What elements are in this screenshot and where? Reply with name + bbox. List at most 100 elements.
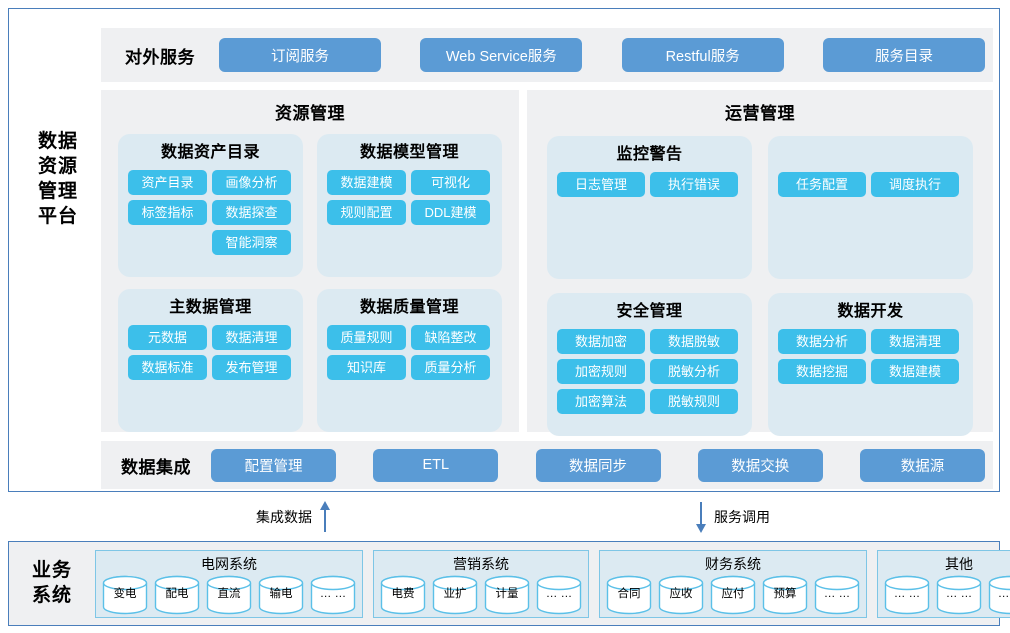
- connector-integrate-data: 集成数据: [256, 501, 332, 533]
- business-system-item-row-2: 合同 应收 应付预算… …: [606, 575, 860, 615]
- database-icon-3-1[interactable]: … …: [936, 575, 982, 615]
- database-icon-3-2[interactable]: … …: [988, 575, 1010, 615]
- arrow-down-icon: [696, 502, 706, 533]
- platform-title-line-3: 平台: [37, 206, 78, 228]
- database-icon-1-2[interactable]: 计量: [484, 575, 530, 615]
- database-label-0-2: 直流: [217, 587, 241, 600]
- data-integration-title: 数据集成: [121, 457, 191, 477]
- database-icon-0-3[interactable]: 输电: [258, 575, 304, 615]
- database-label-1-0: 电费: [391, 587, 415, 600]
- card-title-1: 数据模型管理: [359, 144, 459, 161]
- chip-数据建模[interactable]: 数据建模: [871, 359, 959, 384]
- business-system-group-其他: 其他… …… …… …: [877, 549, 1010, 618]
- card-title-2: 主数据管理: [169, 299, 252, 316]
- card-数据资产目录: 数据资产目录资产目录画像分析标签指标数据探查智能洞察: [118, 134, 303, 277]
- chip-日志管理[interactable]: 日志管理: [557, 172, 645, 197]
- card-chip-wrap-0: 资产目录画像分析标签指标数据探查智能洞察: [128, 170, 293, 255]
- chip-缺陷整改[interactable]: 缺陷整改: [411, 325, 490, 350]
- chip-脱敏规则[interactable]: 脱敏规则: [650, 389, 738, 414]
- connector-service-call: 服务调用: [694, 501, 770, 533]
- database-icon-3-0[interactable]: … …: [884, 575, 930, 615]
- external-service-button-1[interactable]: Web Service服务: [420, 38, 583, 72]
- card-主数据管理: 主数据管理元数据数据清理数据标准发布管理: [118, 289, 303, 432]
- business-systems-title-line-0: 业务: [31, 559, 72, 581]
- chip-加密规则[interactable]: 加密规则: [557, 359, 645, 384]
- external-service-button-3[interactable]: 服务目录: [822, 38, 985, 72]
- connector-band: 集成数据 服务调用: [0, 495, 1010, 540]
- database-icon-2-1[interactable]: 应收: [658, 575, 704, 615]
- business-system-group-title-2: 财务系统: [705, 555, 761, 572]
- chip-画像分析[interactable]: 画像分析: [212, 170, 291, 195]
- database-label-2-1: 应收: [669, 587, 693, 600]
- database-icon-0-4[interactable]: … …: [310, 575, 356, 615]
- business-system-item-row-3: … …… …… …: [884, 575, 1010, 615]
- card-chip-wrap-3: 质量规则缺陷整改知识库质量分析: [327, 325, 492, 380]
- data-integration-button-3[interactable]: 数据交换: [697, 448, 823, 482]
- business-systems-title-line-1: 系统: [31, 584, 72, 606]
- database-icon-2-2[interactable]: 应付: [710, 575, 756, 615]
- database-label-2-0: 合同: [617, 587, 641, 600]
- database-icon-2-0[interactable]: 合同: [606, 575, 652, 615]
- card-title-0: 监控警告: [616, 146, 683, 163]
- external-service-button-2[interactable]: Restful服务: [621, 38, 784, 72]
- chip-数据脱敏[interactable]: 数据脱敏: [650, 329, 738, 354]
- chip-脱敏分析[interactable]: 脱敏分析: [650, 359, 738, 384]
- chip-知识库[interactable]: 知识库: [327, 355, 406, 380]
- database-icon-2-3[interactable]: 预算: [762, 575, 808, 615]
- database-label-0-4: … …: [319, 587, 347, 600]
- database-label-0-0: 变电: [113, 587, 137, 600]
- database-icon-0-0[interactable]: 变电: [102, 575, 148, 615]
- chip-质量规则[interactable]: 质量规则: [327, 325, 406, 350]
- section-resource-management: 资源管理 数据资产目录资产目录画像分析标签指标数据探查智能洞察数据模型管理数据建…: [101, 90, 519, 432]
- card-chip-wrap-1: 任务配置调度执行: [778, 172, 963, 197]
- data-integration-button-0[interactable]: 配置管理: [211, 448, 336, 482]
- chip-执行错误[interactable]: 执行错误: [650, 172, 738, 197]
- chip-规则配置[interactable]: 规则配置: [327, 200, 406, 225]
- chip-数据标准[interactable]: 数据标准: [128, 355, 207, 380]
- chip-标签指标[interactable]: 标签指标: [128, 200, 207, 225]
- chip-数据建模[interactable]: 数据建模: [327, 170, 406, 195]
- chip-数据清理[interactable]: 数据清理: [212, 325, 291, 350]
- chip-DDL建模[interactable]: DDL建模: [411, 200, 490, 225]
- card-untitled-1: 任务配置调度执行: [768, 136, 973, 279]
- chip-发布管理[interactable]: 发布管理: [212, 355, 291, 380]
- data-integration-button-1[interactable]: ETL: [373, 448, 499, 482]
- chip-资产目录[interactable]: 资产目录: [128, 170, 207, 195]
- chip-数据分析[interactable]: 数据分析: [778, 329, 866, 354]
- chip-数据加密[interactable]: 数据加密: [557, 329, 645, 354]
- database-label-0-3: 输电: [269, 587, 293, 600]
- card-chip-wrap-0: 日志管理执行错误: [557, 172, 742, 197]
- database-icon-1-3[interactable]: … …: [536, 575, 582, 615]
- platform-title-line-1: 资源: [37, 156, 78, 178]
- chip-可视化[interactable]: 可视化: [411, 170, 490, 195]
- database-icon-0-1[interactable]: 配电: [154, 575, 200, 615]
- chip-数据清理[interactable]: 数据清理: [871, 329, 959, 354]
- section-operations-management: 运营管理 监控警告日志管理执行错误任务配置调度执行安全管理数据加密数据脱敏加密规…: [527, 90, 993, 436]
- chip-加密算法[interactable]: 加密算法: [557, 389, 645, 414]
- chip-数据探查[interactable]: 数据探查: [212, 200, 291, 225]
- data-integration-button-4[interactable]: 数据源: [860, 448, 985, 482]
- chip-元数据[interactable]: 元数据: [128, 325, 207, 350]
- chip-数据挖掘[interactable]: 数据挖掘: [778, 359, 866, 384]
- chip-调度执行[interactable]: 调度执行: [871, 172, 959, 197]
- connector-label-integrate-data: 集成数据: [256, 509, 312, 525]
- card-安全管理: 安全管理数据加密数据脱敏加密规则脱敏分析加密算法脱敏规则: [547, 293, 752, 436]
- chip-质量分析[interactable]: 质量分析: [411, 355, 490, 380]
- business-system-group-title-1: 营销系统: [453, 555, 509, 572]
- external-service-button-0[interactable]: 订阅服务: [219, 38, 381, 72]
- database-label-3-2: … …: [997, 587, 1010, 600]
- section-title-resource-management: 资源管理: [275, 104, 345, 123]
- chip-任务配置[interactable]: 任务配置: [778, 172, 866, 197]
- platform-title-line-2: 管理: [37, 181, 78, 203]
- chip-智能洞察[interactable]: 智能洞察: [212, 230, 291, 255]
- database-icon-1-1[interactable]: 业扩: [432, 575, 478, 615]
- database-icon-2-4[interactable]: … …: [814, 575, 860, 615]
- database-icon-1-0[interactable]: 电费: [380, 575, 426, 615]
- database-icon-0-2[interactable]: 直流: [206, 575, 252, 615]
- data-integration-button-2[interactable]: 数据同步: [535, 448, 661, 482]
- card-title-3: 数据开发: [837, 303, 904, 320]
- external-services-buttons: 订阅服务 Web Service服务 Restful服务 服务目录: [219, 38, 993, 72]
